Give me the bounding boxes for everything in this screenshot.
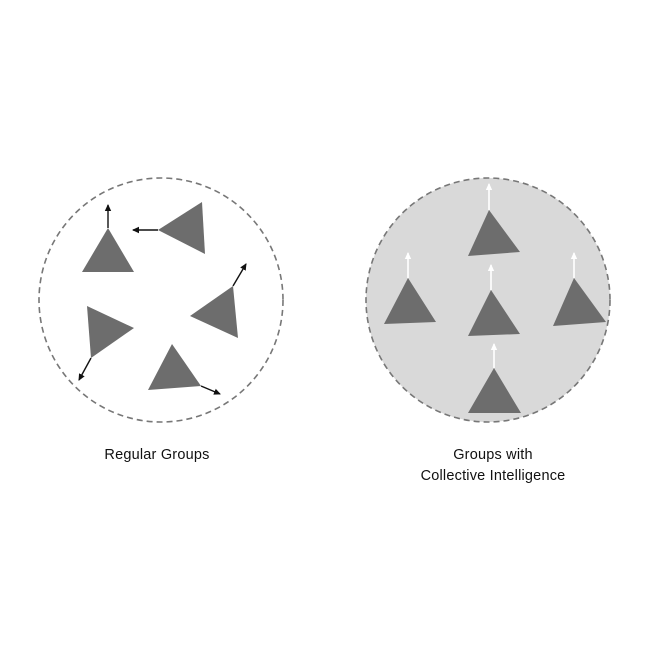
collective-groups-label: Groups with Collective Intelligence	[373, 445, 613, 487]
triangle-agent-icon	[468, 368, 521, 413]
agent-collective-4	[553, 252, 606, 326]
triangle-agent-icon	[148, 344, 201, 390]
triangle-agent-icon	[158, 202, 205, 254]
collective-groups-label-line2: Collective Intelligence	[420, 468, 566, 484]
agent-regular-5	[148, 344, 221, 395]
agent-regular-1	[82, 204, 134, 272]
agent-regular-4	[78, 306, 134, 381]
triangle-agent-icon	[468, 210, 520, 256]
regular-groups-label: Regular Groups	[37, 445, 277, 466]
triangle-agent-icon	[190, 286, 238, 338]
collective-groups-panel	[365, 177, 611, 423]
regular-groups-panel	[38, 177, 284, 423]
regular-groups-label-text: Regular Groups	[104, 447, 210, 463]
triangle-agent-icon	[87, 306, 134, 358]
arrow-icon	[200, 385, 221, 395]
arrow-icon	[232, 263, 247, 287]
arrow-icon	[78, 357, 92, 381]
agent-regular-2	[132, 202, 205, 254]
agent-collective-3	[468, 264, 520, 336]
agent-collective-2	[384, 252, 436, 324]
triangle-agent-icon	[468, 290, 520, 336]
agent-regular-3	[190, 263, 247, 338]
collective-groups-label-line1: Groups with	[453, 447, 533, 463]
triangle-agent-icon	[82, 228, 134, 272]
regular-groups-circle	[38, 177, 284, 423]
triangle-agent-icon	[553, 278, 606, 326]
triangle-agent-icon	[384, 278, 436, 324]
agent-collective-1	[468, 183, 520, 256]
agent-collective-5	[468, 343, 521, 413]
